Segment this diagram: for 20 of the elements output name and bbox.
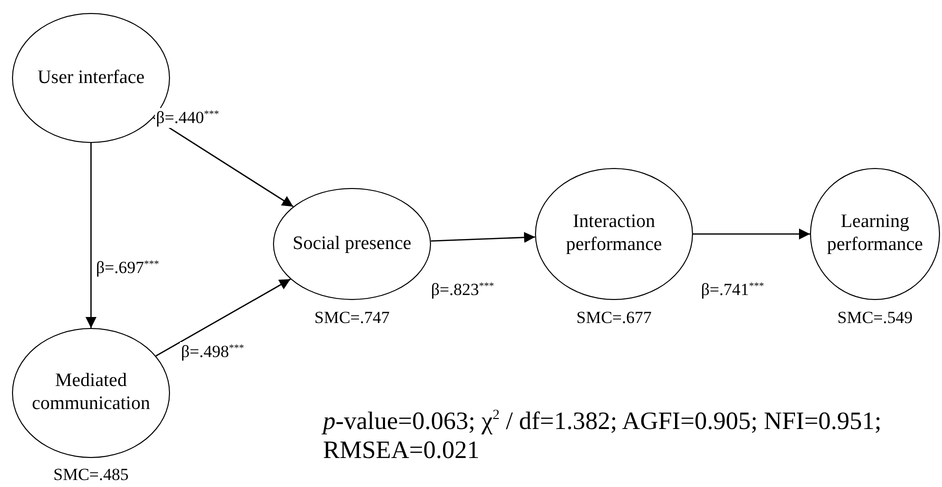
edge-label: β=.741$^{***}$ — [700, 280, 765, 300]
smc-value: SMC=.549 — [837, 308, 913, 328]
variable-name: Learning performance — [826, 211, 924, 257]
variable-name: Interaction performance — [565, 211, 663, 257]
arrow — [86, 143, 96, 328]
arrow — [430, 232, 536, 243]
smc-value: SMC=.485 — [53, 465, 129, 485]
edge-label: β=.697$^{***}$ — [95, 258, 160, 278]
variable-name: Social presence — [292, 232, 412, 256]
arrow — [693, 228, 810, 240]
smc-value: SMC=.677 — [576, 308, 652, 328]
smc-value: SMC=.747 — [314, 308, 390, 328]
arrow — [156, 278, 291, 356]
edge-label: β=.823$^{***}$ — [430, 280, 495, 300]
model-fit-statistics: p-value=0.063; χ$^{2}$ / df=1.382; AGFI=0.905; NFI=0.951; RMSEA=0.021 — [323, 408, 883, 466]
edge-label: β=.498$^{***}$ — [180, 342, 245, 362]
variable-name: Mediated communication — [30, 370, 152, 416]
variable-name: User interface — [36, 66, 146, 90]
edge-label: β=.440$^{***}$ — [155, 108, 220, 128]
arrow — [153, 117, 294, 208]
